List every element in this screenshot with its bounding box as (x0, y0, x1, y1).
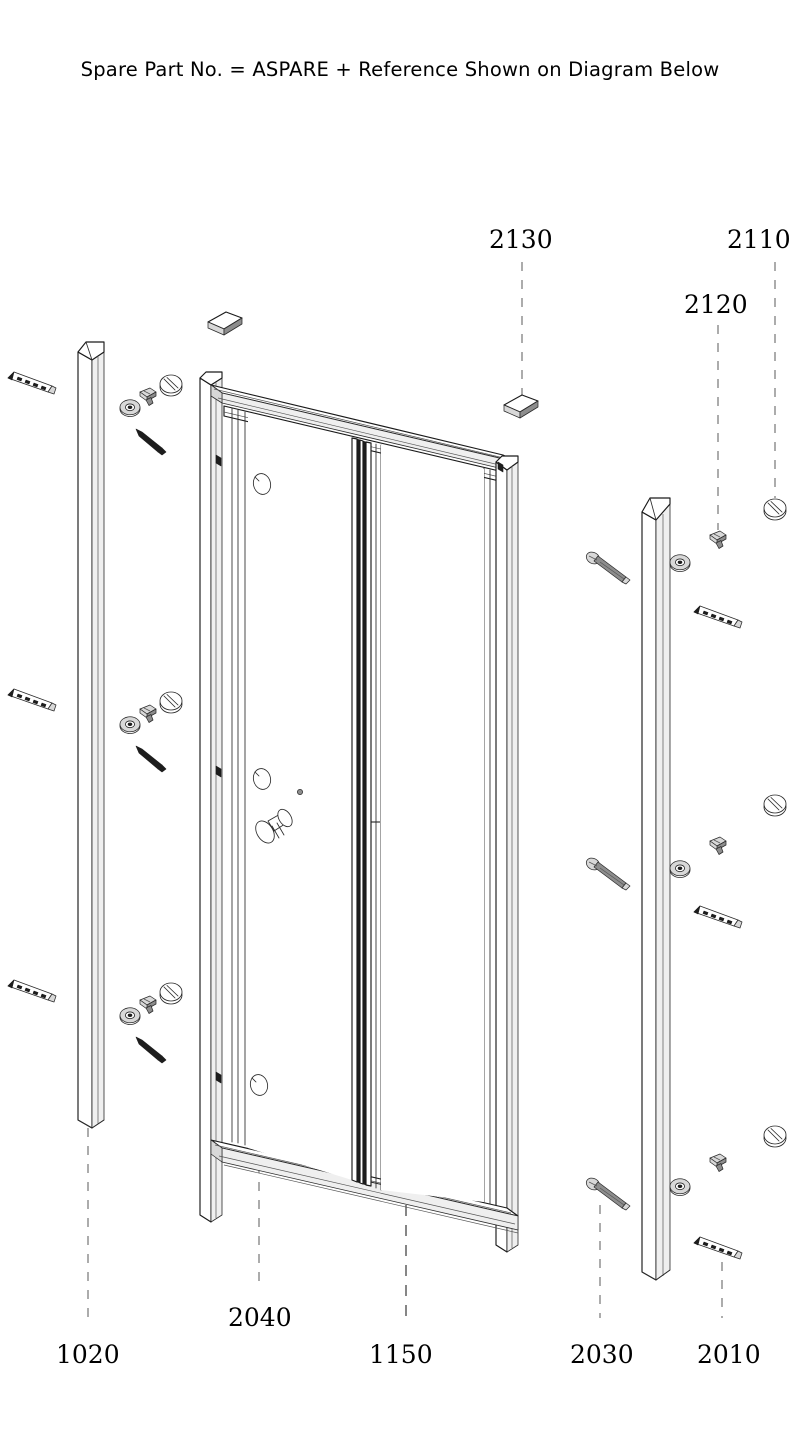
wall-plug-anchor-icon (7, 688, 57, 712)
bolt-icon (135, 745, 167, 773)
hardware-cluster-right-1 (583, 498, 787, 629)
cap-ring-cover-icon (159, 691, 183, 714)
cap-ring-cover-icon (159, 982, 183, 1005)
ref-label-2040: 2040 (228, 1303, 292, 1332)
pivot-hole-top (252, 473, 272, 495)
wall-plug-anchor-icon (693, 605, 743, 629)
pan-head-screw-icon (709, 836, 727, 855)
part-door-handle-knob (255, 808, 293, 844)
ref-label-2010: 2010 (697, 1340, 761, 1369)
hardware-cluster-right-2 (583, 794, 787, 929)
washer-icon (119, 716, 141, 734)
wall-plug-anchor-icon (693, 905, 743, 929)
wall-plug-anchor-icon (7, 371, 57, 395)
washer-icon (669, 554, 691, 572)
ref-label-2120: 2120 (684, 290, 748, 319)
washer-icon (119, 1007, 141, 1025)
washer-icon (669, 860, 691, 878)
cap-ring-cover-icon (763, 498, 787, 521)
page-title: Spare Part No. = ASPARE + Reference Show… (80, 58, 720, 81)
pan-head-screw-icon (139, 704, 157, 723)
ref-label-2110: 2110 (727, 225, 791, 254)
wall-plug-anchor-icon (693, 1236, 743, 1260)
bolt-icon (135, 428, 167, 456)
cap-ring-cover-icon (763, 794, 787, 817)
ref-label-2130: 2130 (489, 225, 553, 254)
pan-head-screw-icon (709, 530, 727, 549)
pan-head-screw-icon (139, 387, 157, 406)
long-fixing-screw-icon (583, 1175, 631, 1211)
washer-icon (119, 399, 141, 417)
ref-label-1020: 1020 (56, 1340, 120, 1369)
ref-label-2030: 2030 (570, 1340, 634, 1369)
cap-ring-cover-icon (763, 1125, 787, 1148)
cap-ring-cover-icon (159, 374, 183, 397)
part-door-frame-assembly (199, 371, 519, 1253)
part-top-cap-cover-1 (207, 311, 243, 336)
pan-head-screw-icon (139, 995, 157, 1014)
part-left-wall-profile (77, 341, 105, 1129)
part-right-wall-profile (641, 497, 671, 1281)
pivot-hole-bottom (249, 1074, 269, 1096)
long-fixing-screw-icon (583, 855, 631, 891)
ref-label-1150: 1150 (369, 1340, 433, 1369)
pivot-hole-mid (252, 768, 272, 790)
bolt-icon (135, 1036, 167, 1064)
wall-plug-anchor-icon (7, 979, 57, 1003)
hardware-cluster-right-3 (583, 1125, 787, 1260)
pan-head-screw-icon (709, 1153, 727, 1172)
part-top-cap-cover-2 (503, 394, 539, 419)
washer-icon (669, 1178, 691, 1196)
long-fixing-screw-icon (583, 549, 631, 585)
